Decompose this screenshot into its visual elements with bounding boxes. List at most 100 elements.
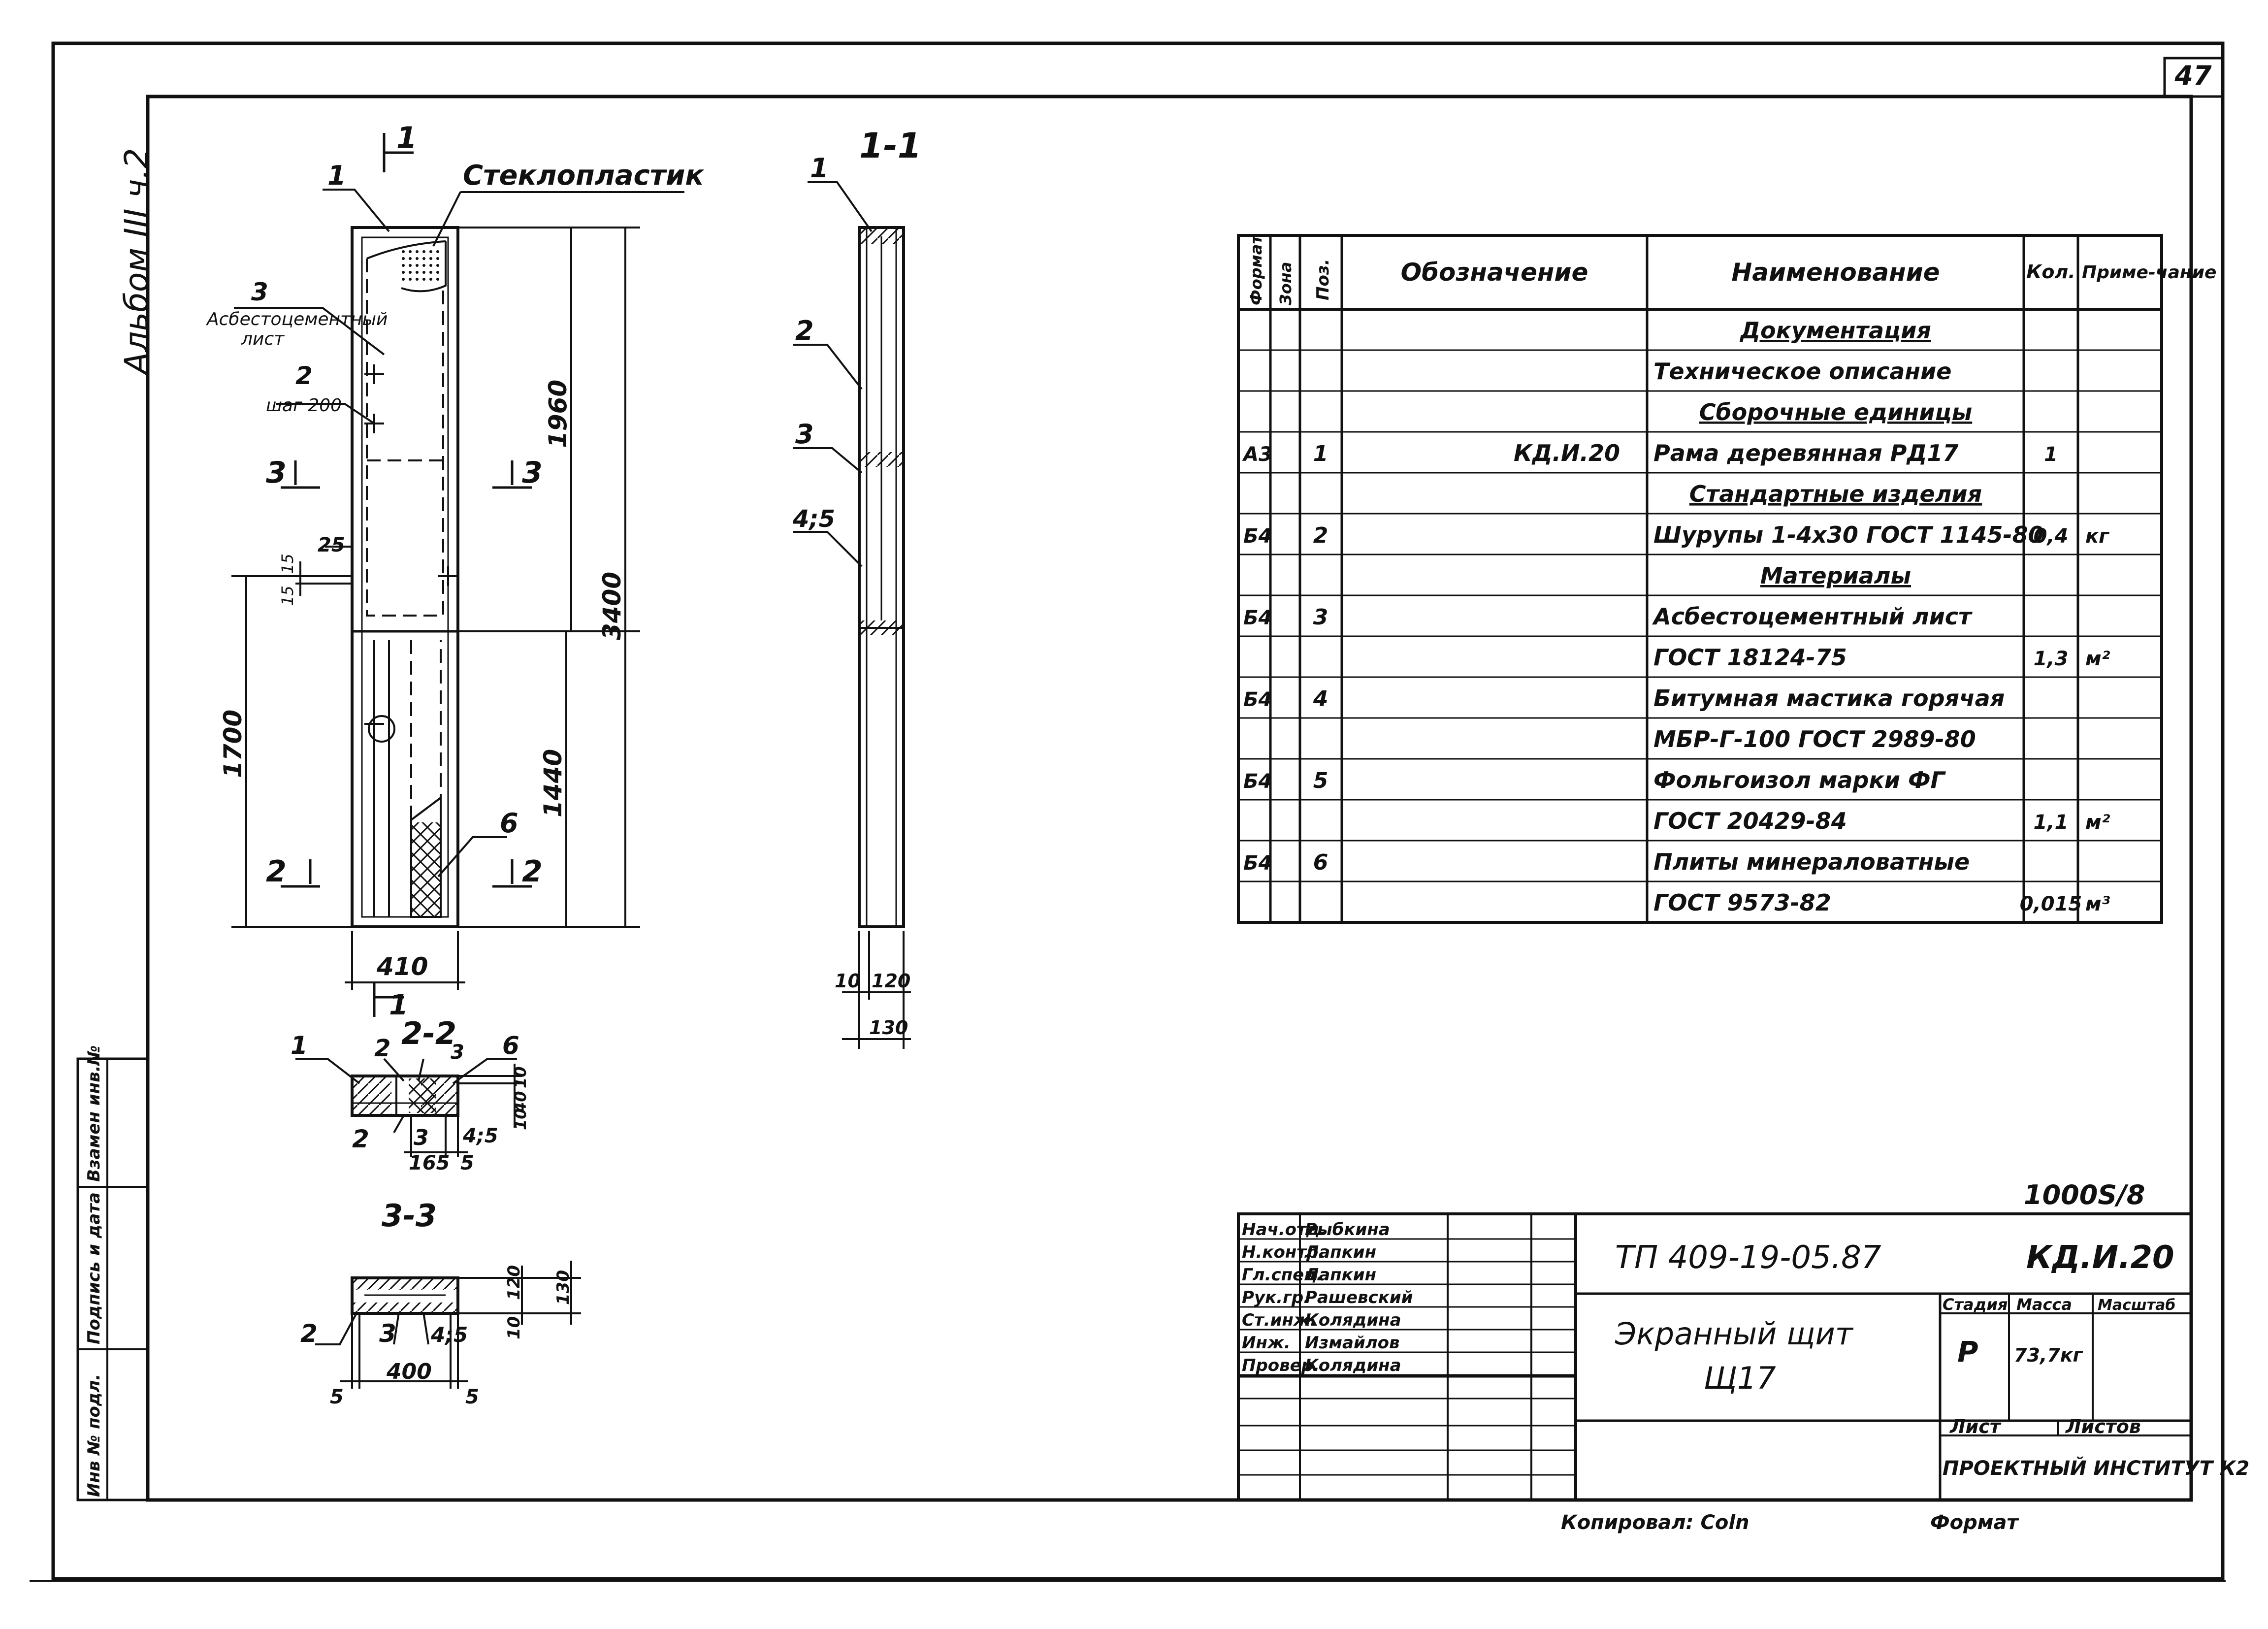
section-1-1-callout-lines	[793, 181, 911, 1049]
dim-165: 165	[409, 1152, 450, 1174]
callout-glass-plastic: Стеклопластик	[463, 160, 705, 192]
person-role: Инж.	[1242, 1333, 1291, 1353]
section-3-3	[351, 1276, 459, 1315]
hdr-designation: Обозначение	[1401, 258, 1588, 287]
front-dimension-lines	[231, 227, 640, 990]
hdr-note: Приме-чание	[2082, 262, 2216, 283]
spec-table: Формат Зона Поз. Обозначение Наименовани…	[1237, 234, 2216, 924]
spec-cell-designation: КД.И.20	[1514, 440, 1620, 466]
callout-asbestos-2: лист	[241, 329, 285, 349]
spec-cell-name: Шурупы 1-4х30 ГОСТ 1145-80	[1653, 521, 2044, 548]
hdr-pos: Поз.	[1313, 259, 1333, 301]
dim-10-33: 10	[504, 1316, 524, 1339]
dim-10-22b: 10	[511, 1108, 530, 1130]
spec-cell-pos: 6	[1313, 850, 1328, 875]
dim-410: 410	[376, 952, 428, 981]
spec-cell-format: Б4	[1243, 852, 1272, 875]
stamp-inv: Инв № подл.	[84, 1374, 104, 1497]
callout-wool-6: 6	[500, 808, 518, 839]
cut-mark-2-left: 2	[266, 854, 287, 889]
person-name: Рыбкина	[1305, 1220, 1390, 1239]
spec-cell-pos: 1	[1313, 441, 1328, 466]
callout-asbestos-1: Асбестоцементный	[206, 309, 388, 329]
section-2-2-pos-2a: 2	[374, 1035, 390, 1062]
section-1-1-pos-1: 1	[810, 153, 829, 184]
sheet-border	[30, 41, 2226, 1582]
sheet-label: Лист	[1949, 1416, 2002, 1437]
spec-cell-qty: 1,1	[2034, 811, 2069, 834]
dim-1960: 1960	[544, 380, 572, 448]
person-role: Ст.инж.	[1242, 1310, 1317, 1330]
cut-mark-3-left: 3	[266, 456, 287, 490]
spec-cell-note: кг	[2085, 525, 2109, 548]
dim-3400: 3400	[598, 572, 626, 640]
spec-cell-name: Материалы	[1760, 562, 1911, 589]
stamp-replace: Взамен инв.№	[84, 1045, 104, 1182]
spec-cell-name: Сборочные единицы	[1699, 399, 1972, 425]
glass-plastic-window	[401, 246, 441, 285]
section-1-1	[858, 226, 905, 928]
person-name: Лапкин	[1304, 1265, 1376, 1285]
dim-10-22: 10	[511, 1066, 530, 1088]
hdr-name: Наименование	[1731, 258, 1940, 287]
hdr-format: Формат	[1247, 234, 1265, 305]
person-name: Лапкин	[1304, 1242, 1376, 1262]
side-stamp: Инв № подл. Подпись и дата Взамен инв.№	[76, 1045, 149, 1501]
dim-120-1: 120	[872, 970, 910, 992]
callout-screws-pos: 2	[295, 361, 313, 390]
section-2-2-callout-lines	[295, 1058, 522, 1157]
dim-15a: 15	[278, 554, 297, 574]
section-1-1-pos-45: 4;5	[792, 505, 835, 533]
spec-cell-qty: 1,3	[2034, 648, 2069, 670]
spec-cell-format: Б4	[1243, 688, 1272, 711]
hdr-zone: Зона	[1276, 262, 1295, 306]
spec-cell-note: м³	[2085, 893, 2110, 915]
section-2-2-pos-2b: 2	[352, 1125, 369, 1153]
callout-screws-step: шаг 200	[266, 395, 342, 416]
cut-mark-3-right: 3	[522, 456, 543, 490]
spec-cell-name: Документация	[1739, 317, 1931, 344]
stamp-sign: Подпись и дата	[84, 1192, 104, 1344]
mass-value: 73,7кг	[2014, 1344, 2083, 1366]
spec-cell-qty: 0,4	[2034, 525, 2069, 548]
spec-cell-qty: 1	[2044, 443, 2058, 466]
section-1-1-pos-3: 3	[795, 419, 814, 450]
front-view	[351, 226, 459, 928]
title-line2: Щ17	[1704, 1360, 1776, 1396]
person-name: Измайлов	[1305, 1333, 1400, 1353]
spec-cell-format: Б4	[1243, 607, 1272, 629]
hdr-qty: Кол.	[2026, 261, 2075, 283]
spec-cell-qty: 0,015	[2020, 893, 2082, 915]
dim-130-1: 130	[869, 1017, 908, 1039]
spec-cell-format: Б4	[1243, 770, 1272, 793]
spec-cell-name: Стандартные изделия	[1689, 481, 1982, 507]
section-2-2-pos-3a: 3	[451, 1041, 464, 1064]
mineral-wool	[412, 822, 440, 916]
cut-marks	[281, 133, 532, 1017]
spec-cell-note: м²	[2085, 648, 2110, 670]
format-label: Формат	[1930, 1511, 2019, 1534]
people-rows: Нач.отд.РыбкинаН.контр.ЛапкинГл.спец.Лап…	[1238, 1220, 1576, 1376]
stage-label: Стадия	[1943, 1295, 2008, 1314]
section-3-3-pos-3: 3	[379, 1319, 396, 1348]
section-2-2-pos-6: 6	[502, 1031, 519, 1060]
person-role: Нач.отд.	[1242, 1220, 1326, 1239]
section-3-3-title: 3-3	[382, 1198, 437, 1234]
spec-cell-name: Фольгоизол марки ФГ	[1653, 767, 1946, 793]
callout-lines	[234, 189, 684, 878]
dim-130-33: 130	[553, 1270, 573, 1305]
person-role: Н.контр.	[1242, 1242, 1325, 1262]
spec-cell-name: Техническое описание	[1653, 358, 1951, 385]
album-label: Альбом III ч.2	[118, 148, 156, 376]
spec-cell-format: А3	[1242, 443, 1272, 466]
section-2-2-title: 2-2	[401, 1015, 456, 1051]
spec-cell-pos: 4	[1313, 686, 1328, 712]
title-block: Нач.отд.РыбкинаН.контр.ЛапкинГл.спец.Лап…	[1237, 1179, 2249, 1501]
cut-mark-2-right: 2	[522, 854, 543, 889]
dim-5-22: 5	[460, 1152, 474, 1174]
callout-frame-1: 1	[327, 160, 346, 191]
spec-cell-name: ГОСТ 20429-84	[1653, 808, 1847, 834]
spec-cell-name: Плиты минераловатные	[1653, 848, 1970, 875]
